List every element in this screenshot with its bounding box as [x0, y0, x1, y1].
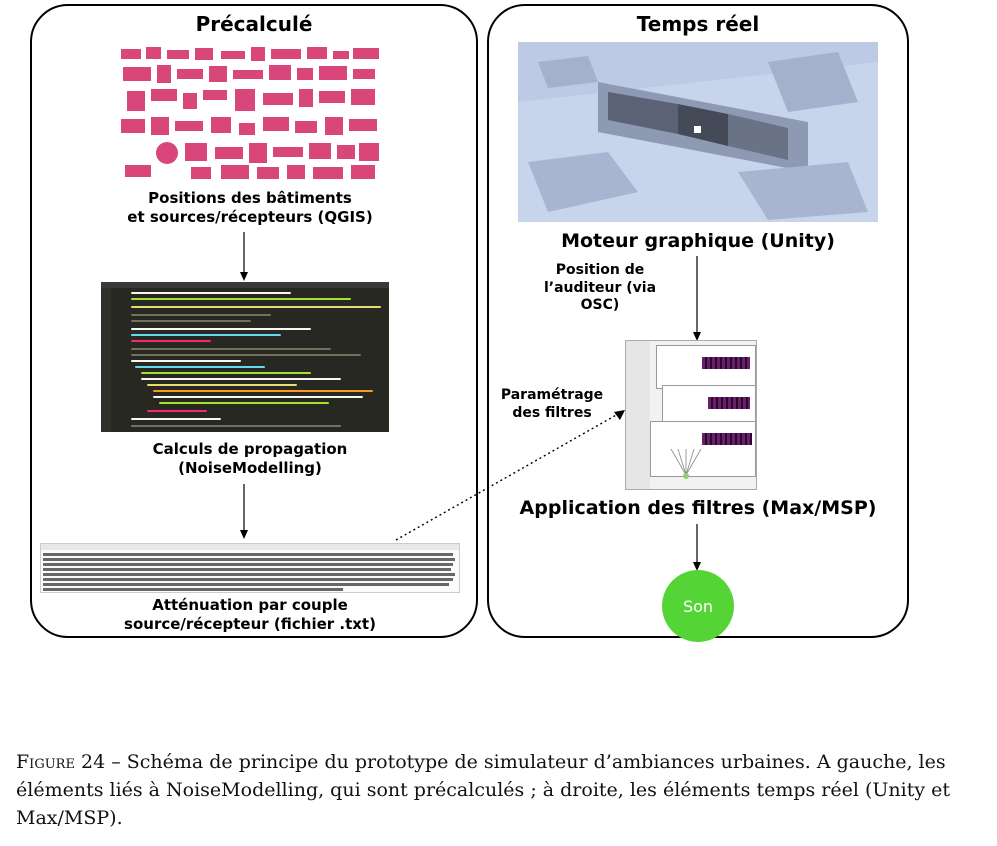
position-label-line-1: Position de — [555, 262, 645, 278]
unity-3d-scene-image — [518, 42, 878, 222]
figure-caption: Figure 24 – Schéma de principe du protot… — [16, 748, 976, 832]
code-label-line-1: Calculs de propagation — [152, 440, 348, 458]
realtime-title: Temps réel — [636, 12, 760, 36]
precalculated-title: Précalculé — [195, 12, 313, 36]
param-label-line-2: des filtres — [512, 404, 592, 421]
txt-label-line-2: source/récepteur (fichier .txt) — [124, 614, 376, 633]
code-label: Calculs de propagation (NoiseModelling) — [90, 440, 410, 478]
code-to-txt-arrow — [240, 484, 248, 539]
map-label: Positions des bâtiments et sources/récep… — [90, 189, 410, 227]
text-file-image — [40, 543, 460, 593]
txt-label-line-1: Atténuation par couple — [152, 596, 348, 614]
txt-to-max-dotted-arrow — [395, 410, 625, 541]
position-label-line-2: l’auditeur (via — [543, 279, 657, 296]
map-label-line-1: Positions des bâtiments — [148, 189, 352, 207]
param-label: Paramétrage des filtres — [496, 387, 608, 422]
unity-to-max-arrow — [693, 256, 701, 341]
param-label-line-1: Paramétrage — [500, 387, 604, 403]
position-label: Position de l’auditeur (via OSC) — [540, 262, 660, 315]
figure-number: Figure 24 – — [16, 751, 121, 773]
code-label-line-2: (NoiseModelling) — [178, 458, 322, 477]
building-map-image — [121, 45, 380, 180]
text-file-titlebar — [41, 544, 459, 550]
caption-text: Schéma de principe du prototype de simul… — [16, 751, 951, 829]
map-to-code-arrow — [240, 232, 248, 281]
son-label: Son — [682, 596, 714, 616]
position-label-line-3: OSC) — [580, 297, 620, 313]
txt-label: Atténuation par couple source/récepteur … — [90, 596, 410, 634]
max-label: Application des filtres (Max/MSP) — [519, 497, 877, 519]
max-msp-patch-image — [625, 340, 757, 490]
code-editor-image — [101, 282, 389, 432]
map-label-line-2: et sources/récepteurs (QGIS) — [127, 207, 373, 226]
son-output-node: Son — [662, 570, 734, 642]
unity-label: Moteur graphique (Unity) — [561, 230, 835, 252]
precalculated-panel — [30, 4, 478, 638]
max-to-son-arrow — [693, 524, 701, 571]
